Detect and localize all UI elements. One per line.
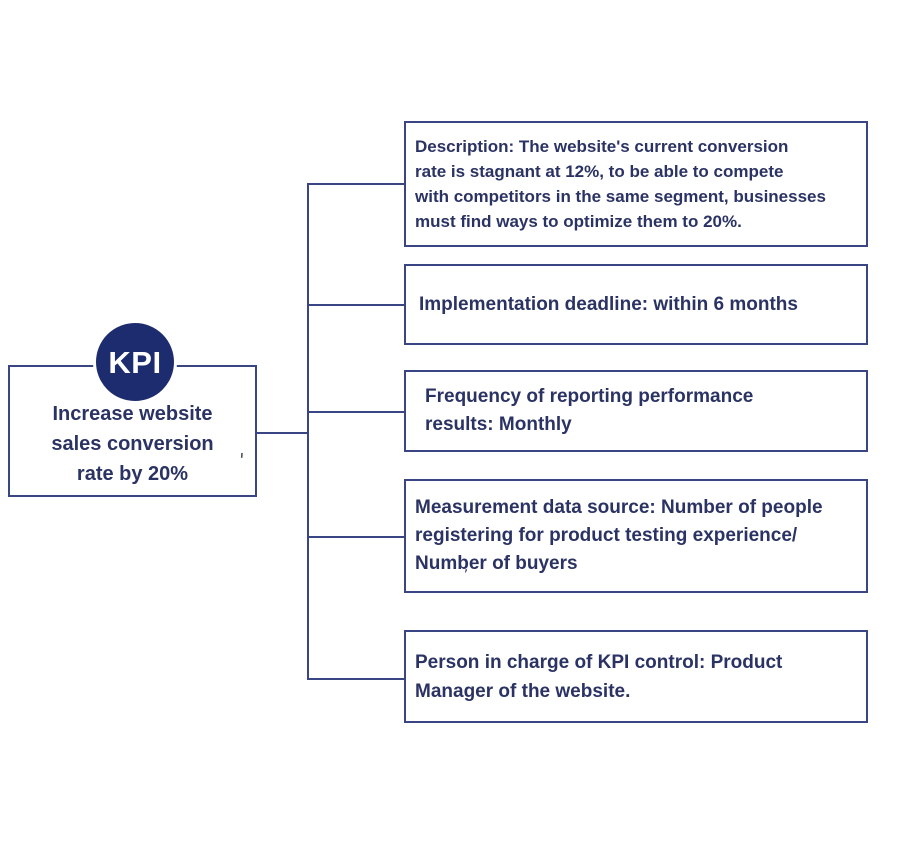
connector-branch-reporting-frequency <box>307 411 405 413</box>
stray-comma-mark: , <box>464 560 469 575</box>
node-person-in-charge: Person in charge of KPI control: Product… <box>404 630 868 723</box>
connector-branch-person-in-charge <box>307 678 405 680</box>
root-node-label: Increase website sales conversion rate b… <box>51 403 214 485</box>
node-description: Description: The website's current conve… <box>404 121 868 247</box>
node-reporting-frequency: Frequency of reporting performance resul… <box>404 370 868 452</box>
node-description-text: Description: The website's current conve… <box>415 137 826 231</box>
node-deadline: Implementation deadline: within 6 months <box>404 264 868 345</box>
kpi-badge: KPI <box>93 320 177 404</box>
node-person-in-charge-text: Person in charge of KPI control: Product… <box>415 651 783 702</box>
node-data-source-text: Measurement data source: Number of peopl… <box>415 497 823 574</box>
node-data-source: Measurement data source: Number of peopl… <box>404 479 868 593</box>
connector-root-to-spine <box>257 432 308 434</box>
connector-branch-data-source <box>307 536 405 538</box>
node-deadline-text: Implementation deadline: within 6 months <box>419 293 798 315</box>
connector-branch-deadline <box>307 304 405 306</box>
kpi-badge-label: KPI <box>108 344 162 380</box>
node-reporting-frequency-text: Frequency of reporting performance resul… <box>425 386 754 435</box>
connector-spine <box>307 183 309 680</box>
connector-branch-description <box>307 183 405 185</box>
